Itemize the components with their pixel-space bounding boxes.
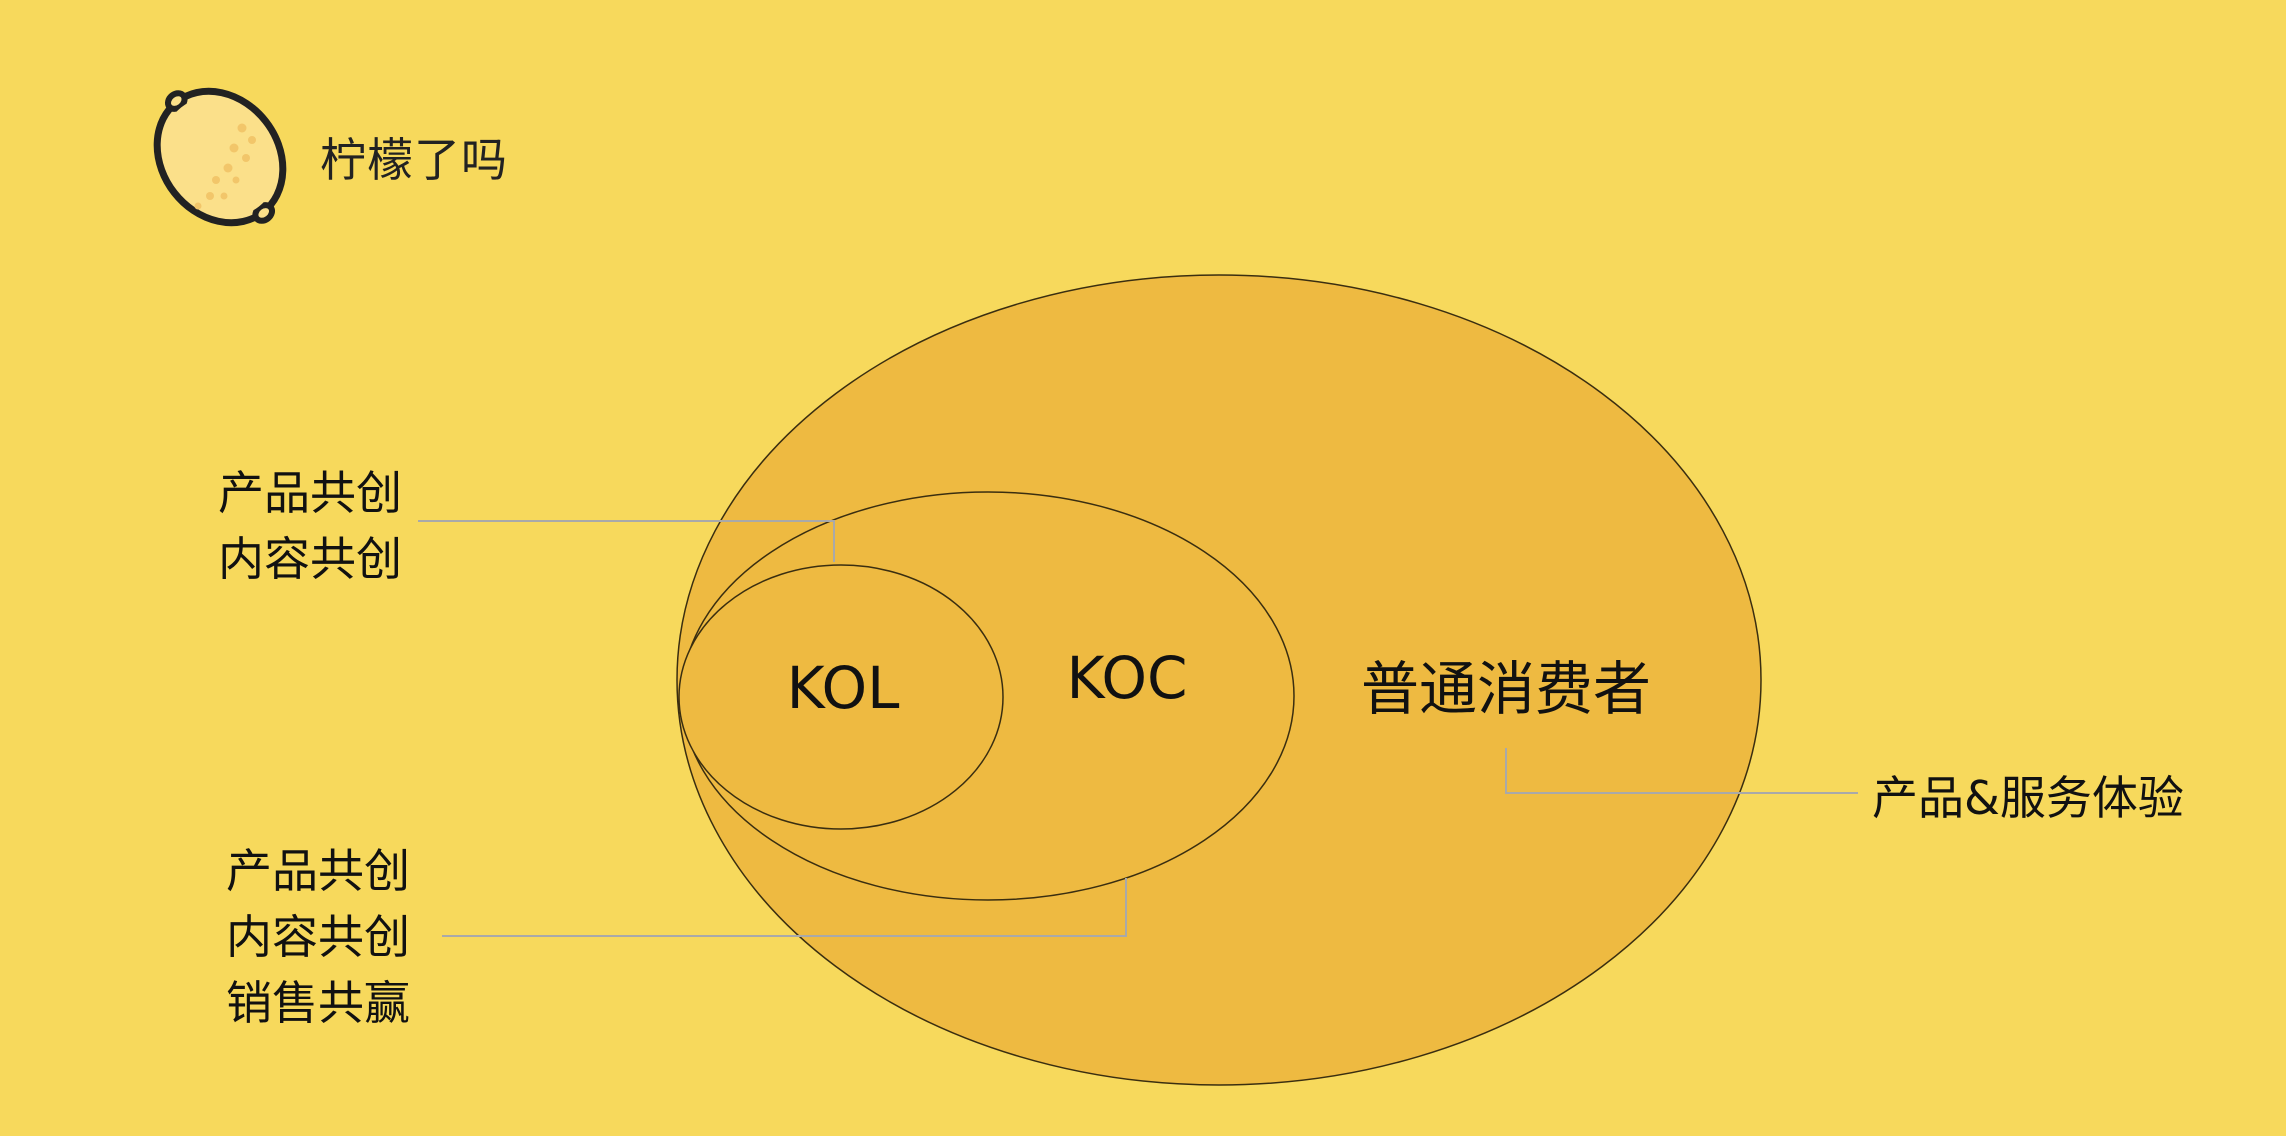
consumer-annotation: 产品&服务体验 — [1872, 765, 2184, 831]
kol-annotation-line: 内容共创 — [218, 532, 402, 586]
consumer-annotation-line: 产品&服务体验 — [1872, 771, 2184, 825]
kol-label: KOL — [787, 654, 900, 722]
kol-annotation-line: 产品共创 — [218, 466, 402, 520]
koc-annotation: 产品共创 内容共创 销售共赢 — [226, 838, 410, 1036]
consumer-label: 普通消费者 — [1361, 655, 1651, 723]
consumer-leader-line — [1505, 748, 1858, 794]
koc-leader-line — [442, 878, 1127, 937]
lemon-icon — [153, 87, 287, 227]
kol-annotation: 产品共创 内容共创 — [218, 460, 402, 592]
koc-label: KOC — [1066, 644, 1187, 712]
brand: 柠檬了吗 — [150, 84, 508, 230]
brand-name: 柠檬了吗 — [320, 133, 508, 187]
kol-leader-line — [418, 520, 835, 562]
koc-annotation-line: 产品共创 — [226, 844, 410, 898]
kol-ellipse — [678, 564, 1004, 830]
koc-annotation-line: 销售共赢 — [226, 976, 410, 1030]
koc-annotation-line: 内容共创 — [226, 910, 410, 964]
